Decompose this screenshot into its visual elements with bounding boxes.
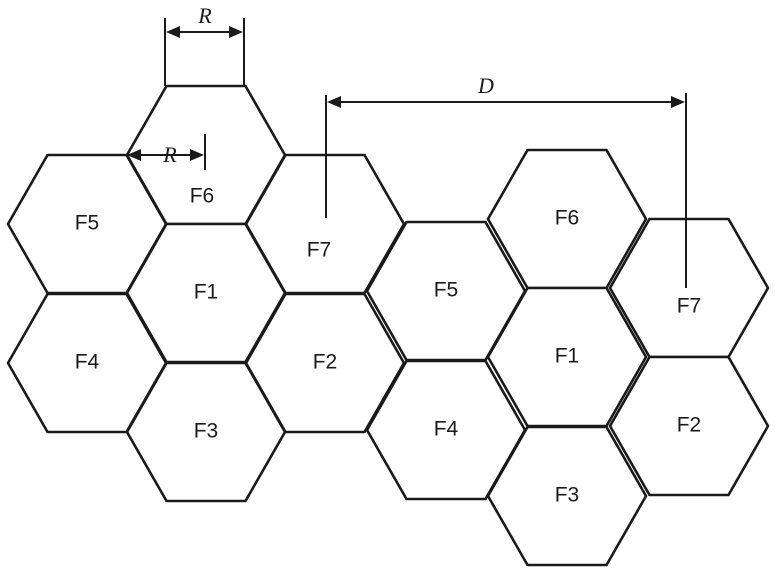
r-inner-arrow-left [127,149,141,161]
cell-label-f2-cluster-2: F2 [677,414,702,437]
cell-label-f7-cluster-2: F7 [677,295,702,318]
cell-label-f7-cluster-1: F7 [307,239,332,262]
cell-label-f6-cluster-2: F6 [555,207,580,230]
cell-label-f1-cluster-1: F1 [194,281,219,304]
cell-label-f2-cluster-1: F2 [313,351,338,374]
dimension-annotations: R R D [127,3,687,288]
cell-label-f1-cluster-2: F1 [555,345,580,368]
r-top-label: R [197,3,212,28]
cell-label-f4-cluster-2: F4 [434,418,459,441]
cell-label-f4-cluster-1: F4 [75,351,100,374]
d-label: D [477,73,494,98]
cell-label-f3-cluster-1: F3 [194,420,219,443]
r-inner-label: R [162,142,177,167]
cell-label-f5-cluster-1: F5 [75,212,100,235]
r-top-arrow-right [229,26,243,38]
r-top-arrow-left [166,26,180,38]
cell-label-f5-cluster-2: F5 [434,279,459,302]
cell-label-f3-cluster-2: F3 [555,484,580,507]
hex-cell-f2-cluster-2 [608,355,770,497]
d-arrow-left [327,96,341,108]
hex-cell-f3-cluster-2 [486,425,648,567]
d-arrow-right [671,96,685,108]
r-inner-arrow-right [190,149,204,161]
cell-label-f6-cluster-1: F6 [190,185,215,208]
